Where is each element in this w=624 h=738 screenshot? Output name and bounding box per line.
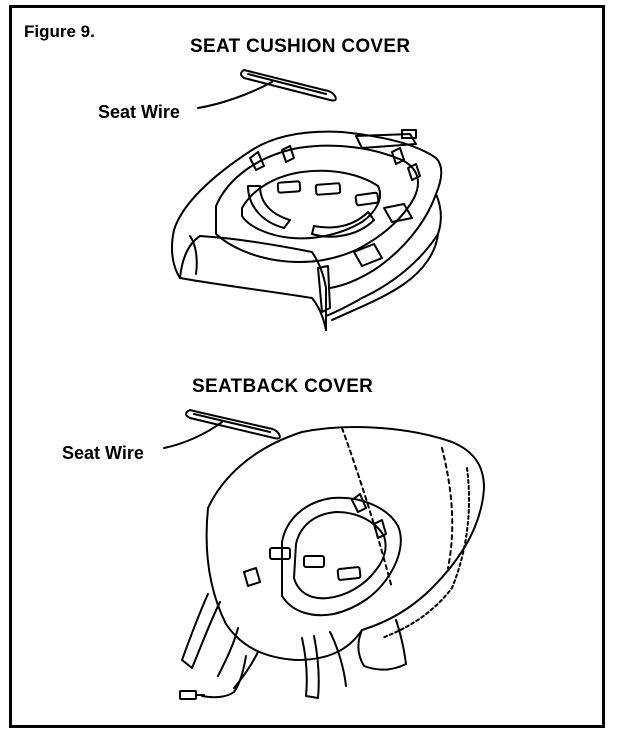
cushion-wire-leader <box>197 81 273 109</box>
seatback-drawing <box>179 426 485 700</box>
seatback-seat-wire <box>185 409 281 440</box>
seatback-title: SEATBACK COVER <box>192 376 374 397</box>
seatback-seat-wire-label: Seat Wire <box>62 443 144 463</box>
cushion-seat-wire <box>240 69 337 102</box>
seat-cushion-drawing <box>171 129 443 331</box>
seatback-wire-leader <box>163 421 223 449</box>
cushion-seat-wire-label: Seat Wire <box>98 102 180 122</box>
figure-frame: Figure 9. SEAT CUSHION COVER SEATBACK CO… <box>9 5 605 728</box>
seat-cushion-title: SEAT CUSHION COVER <box>190 36 411 57</box>
diagram-artwork <box>163 69 485 700</box>
figure-number: Figure 9. <box>24 22 95 41</box>
